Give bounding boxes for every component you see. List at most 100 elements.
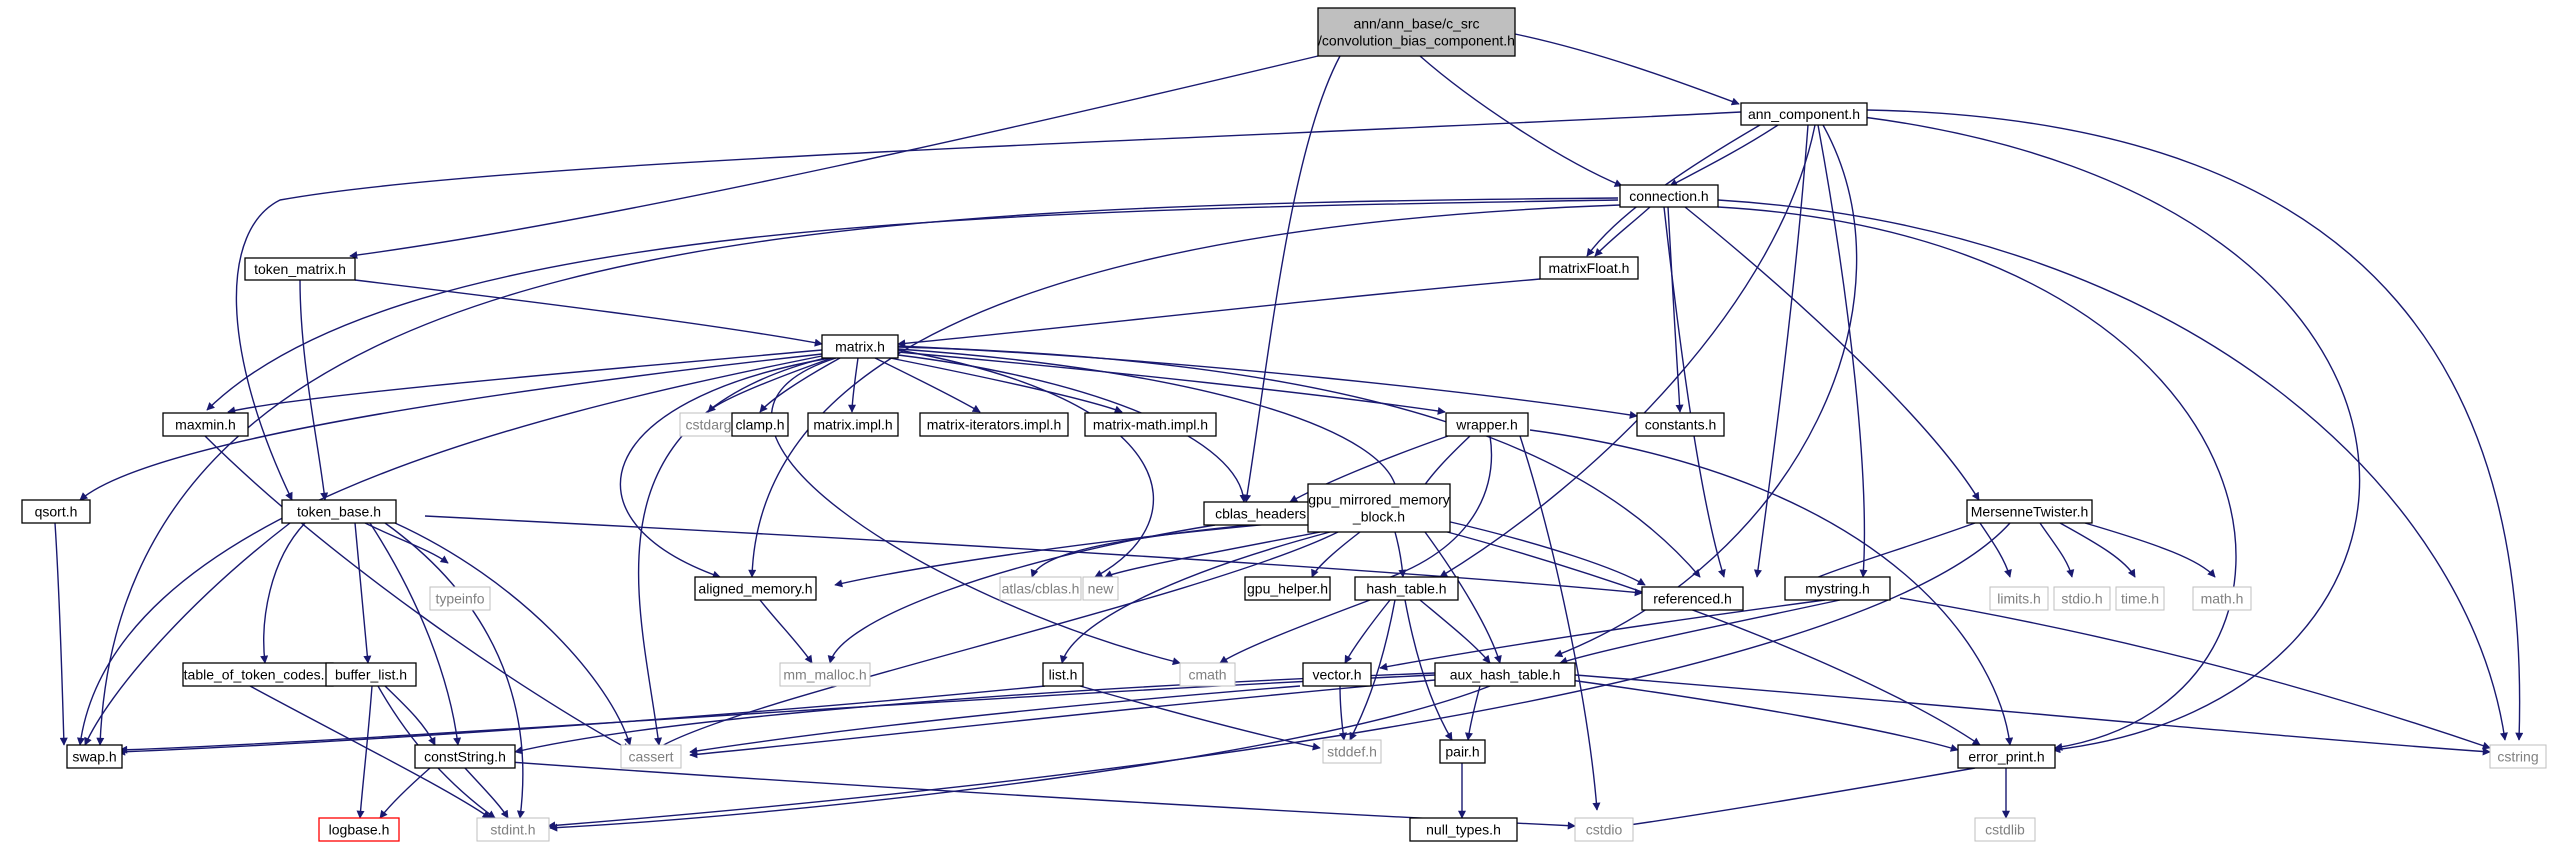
- node-mystring[interactable]: mystring.h: [1784, 576, 1891, 601]
- node-stdint[interactable]: stdint.h: [476, 817, 550, 842]
- node-box: [1179, 662, 1236, 687]
- node-buffer-list[interactable]: buffer_list.h: [325, 662, 417, 687]
- node-typeinfo[interactable]: typeinfo: [429, 586, 491, 611]
- node-cstdarg[interactable]: cstdarg: [679, 412, 738, 437]
- node-box: [1974, 817, 2036, 842]
- node-label-line: stdio.h: [2061, 591, 2102, 607]
- node-pair[interactable]: pair.h: [1439, 739, 1486, 764]
- node-connection[interactable]: connection.h: [1619, 184, 1719, 208]
- node-token-base[interactable]: token_base.h: [281, 499, 397, 524]
- node-box: [1619, 184, 1719, 208]
- node-cmath[interactable]: cmath: [1179, 662, 1236, 687]
- node-box: [1445, 412, 1529, 437]
- node-label: cassert: [628, 749, 673, 765]
- node-qsort[interactable]: qsort.h: [21, 499, 91, 524]
- node-aligned-memory[interactable]: aligned_memory.h: [694, 576, 817, 601]
- edge-gpu-mirrored-gpu-helper: [1311, 531, 1361, 578]
- node-vector-h[interactable]: vector.h: [1302, 662, 1372, 687]
- node-label-line: time.h: [2121, 591, 2159, 607]
- node-new[interactable]: new: [1082, 576, 1119, 601]
- node-label: token_base.h: [297, 504, 381, 520]
- node-label: connection.h: [1629, 188, 1708, 204]
- node-label-line: gpu_helper.h: [1247, 581, 1328, 597]
- node-label: null_types.h: [1426, 822, 1501, 838]
- node-null-types[interactable]: null_types.h: [1409, 817, 1518, 842]
- node-cstring[interactable]: cstring: [2489, 744, 2547, 769]
- node-list-h[interactable]: list.h: [1042, 662, 1084, 687]
- edge-aux-hash-table-cassert: [689, 679, 1436, 759]
- node-error-print[interactable]: error_print.h: [1957, 744, 2056, 769]
- node-matrix-iterators[interactable]: matrix-iterators.impl.h: [919, 412, 1069, 437]
- node-ann-component[interactable]: ann_component.h: [1740, 102, 1868, 126]
- edge-ann-component-error-print: [1862, 116, 2361, 754]
- node-matrix-impl[interactable]: matrix.impl.h: [807, 412, 899, 437]
- node-clamp[interactable]: clamp.h: [731, 412, 789, 437]
- node-constants[interactable]: constants.h: [1636, 412, 1725, 437]
- edge-ann-component-mystring: [1817, 124, 1868, 578]
- node-label: hash_table.h: [1366, 581, 1446, 597]
- node-box: [2192, 586, 2252, 611]
- edge-wrapper-gpu-helper: [1364, 435, 1493, 588]
- edge-mersenne-referenced: [1799, 522, 1976, 586]
- edge-matrix-swap: [76, 355, 823, 746]
- edge-token-base-conststring: [369, 522, 462, 746]
- node-stdio-h[interactable]: stdio.h: [2053, 586, 2111, 611]
- node-box: [1439, 739, 1486, 764]
- node-label-line: error_print.h: [1968, 749, 2044, 765]
- node-gpu-helper[interactable]: gpu_helper.h: [1244, 576, 1331, 601]
- edge-matrix-gpu-mirrored: [897, 348, 1401, 496]
- node-token-matrix[interactable]: token_matrix.h: [244, 257, 356, 281]
- node-matrix-math[interactable]: matrix-math.impl.h: [1084, 412, 1217, 437]
- node-matrixFloat[interactable]: matrixFloat.h: [1539, 256, 1639, 280]
- node-label: stdio.h: [2061, 591, 2102, 607]
- node-aux-hash-table[interactable]: aux_hash_table.h: [1434, 662, 1576, 687]
- edge-aux-hash-table-stdint: [549, 685, 1491, 832]
- node-time-h[interactable]: time.h: [2115, 586, 2165, 611]
- node-mersenne[interactable]: MersenneTwister.h: [1966, 499, 2093, 524]
- edge-ann-component-connection: [1669, 124, 1779, 187]
- node-cassert[interactable]: cassert: [620, 744, 682, 769]
- node-label-line: buffer_list.h: [335, 667, 407, 683]
- edge-token-base-buffer-list: [354, 522, 372, 664]
- node-label: gpu_helper.h: [1247, 581, 1328, 597]
- node-label-line: pair.h: [1445, 744, 1479, 760]
- node-stddef[interactable]: stddef.h: [1322, 739, 1382, 764]
- node-label-line: token_base.h: [297, 504, 381, 520]
- edge-matrix-cmath: [770, 357, 1181, 666]
- node-logbase[interactable]: logbase.h: [318, 817, 400, 842]
- node-table-of-token-codes[interactable]: table_of_token_codes.h: [182, 662, 334, 687]
- node-math-h[interactable]: math.h: [2192, 586, 2252, 611]
- node-cstdlib[interactable]: cstdlib: [1974, 817, 2036, 842]
- edge-maxmin-cassert: [204, 435, 631, 751]
- node-label: ann/ann_base/c_src/convolution_bias_comp…: [1318, 16, 1515, 49]
- node-root[interactable]: ann/ann_base/c_src/convolution_bias_comp…: [1317, 7, 1516, 57]
- node-gpu-mirrored[interactable]: gpu_mirrored_memory_block.h: [1307, 483, 1451, 533]
- edge-connection-mersenne: [1684, 206, 1980, 501]
- node-hash-table[interactable]: hash_table.h: [1354, 576, 1459, 601]
- edge-wrapper-error-print: [1529, 429, 2014, 746]
- node-box: [779, 662, 871, 687]
- node-referenced[interactable]: referenced.h: [1641, 586, 1744, 611]
- node-label-line: logbase.h: [329, 822, 390, 838]
- node-swap[interactable]: swap.h: [66, 744, 123, 769]
- node-maxmin[interactable]: maxmin.h: [162, 412, 249, 437]
- node-matrix[interactable]: matrix.h: [821, 334, 899, 359]
- node-label: clamp.h: [735, 417, 784, 433]
- edge-matrix-aligned-memory: [619, 357, 831, 579]
- node-label: limits.h: [1997, 591, 2041, 607]
- node-limits[interactable]: limits.h: [1989, 586, 2049, 611]
- node-mm-malloc[interactable]: mm_malloc.h: [779, 662, 871, 687]
- node-cstdio[interactable]: cstdio: [1574, 817, 1634, 842]
- edge-matrix-matrix-math: [889, 357, 1123, 414]
- edge-root-ann-component: [1514, 33, 1740, 106]
- node-box: [807, 412, 899, 437]
- edge-matrix-referenced: [897, 346, 1701, 578]
- edge-hash-table-pair: [1404, 599, 1453, 741]
- node-box: [1042, 662, 1084, 687]
- edge-aligned-memory-mm-malloc: [759, 599, 813, 664]
- node-label-line: constString.h: [424, 749, 506, 765]
- node-wrapper[interactable]: wrapper.h: [1445, 412, 1529, 437]
- node-constString[interactable]: constString.h: [414, 744, 516, 769]
- node-atlas-cblas[interactable]: atlas/cblas.h: [999, 576, 1082, 601]
- node-label: constString.h: [424, 749, 506, 765]
